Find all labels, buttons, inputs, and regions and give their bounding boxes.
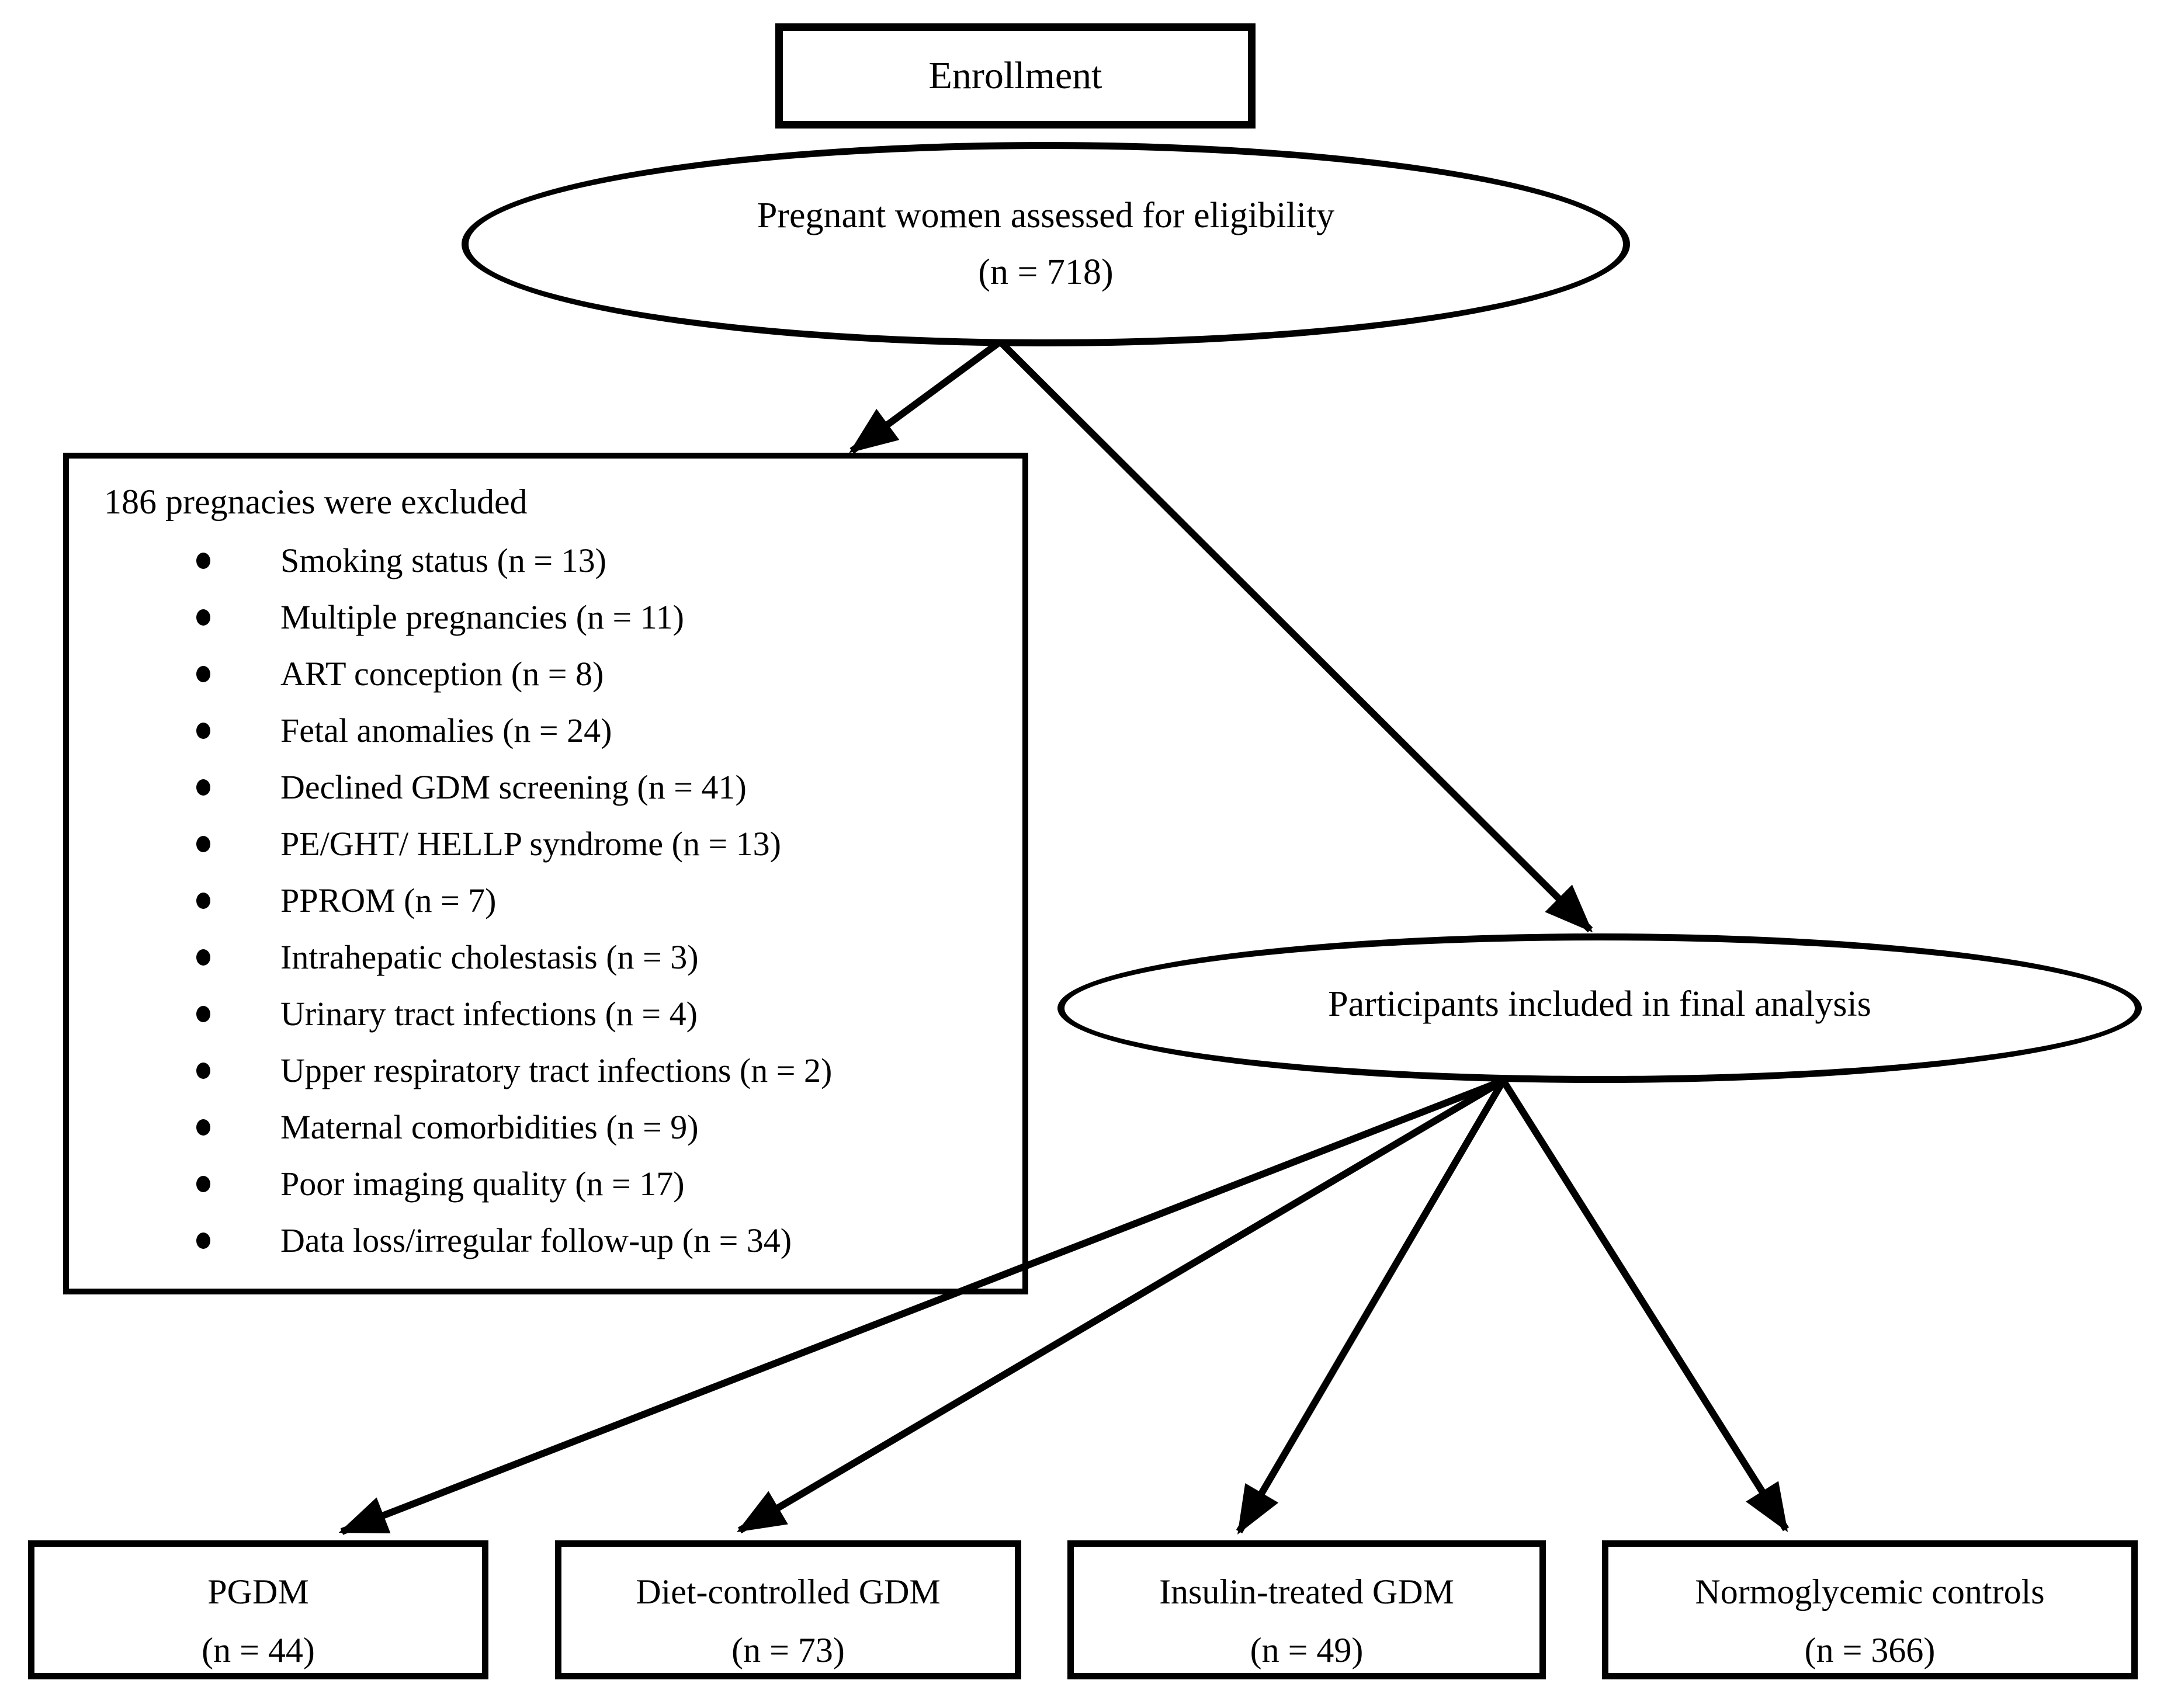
exclusion-item: PE/GHT/ HELLP syndrome (n = 13) — [104, 815, 1008, 872]
exclusion-box: 186 pregnacies were excluded Smoking sta… — [63, 453, 1028, 1294]
group-box-pgdm: PGDM (n = 44) — [28, 1540, 488, 1679]
exclusion-item: Urinary tract infections (n = 4) — [104, 985, 1008, 1042]
exclusion-item: Fetal anomalies (n = 24) — [104, 702, 1008, 759]
enrollment-box: Enrollment — [775, 23, 1256, 129]
group-label: Insulin-treated GDM — [1159, 1572, 1454, 1611]
exclusion-list: Smoking status (n = 13) Multiple pregnan… — [104, 532, 1008, 1269]
group-count: (n = 49) — [1250, 1631, 1364, 1669]
group-count: (n = 366) — [1804, 1631, 1936, 1669]
exclusion-item: Upper respiratory tract infections (n = … — [104, 1042, 1008, 1099]
exclusion-item: Maternal comorbidities (n = 9) — [104, 1099, 1008, 1155]
group-label: Normoglycemic controls — [1695, 1572, 2045, 1611]
exclusion-item: Smoking status (n = 13) — [104, 532, 1008, 589]
exclusion-item: ART conception (n = 8) — [104, 645, 1008, 702]
exclusion-item: Intrahepatic cholestasis (n = 3) — [104, 929, 1008, 985]
final-analysis-ellipse: Participants included in final analysis — [1057, 933, 2142, 1083]
group-box-diet-controlled-gdm: Diet-controlled GDM (n = 73) — [555, 1540, 1021, 1679]
exclusion-item: Multiple pregnancies (n = 11) — [104, 589, 1008, 645]
arrow-final-to-normoglycemic-controls — [1500, 1078, 1790, 1532]
exclusion-item: Poor imaging quality (n = 17) — [104, 1155, 1008, 1212]
arrow-final-to-insulin-treated-gdm — [1236, 1078, 1507, 1535]
group-count: (n = 44) — [202, 1631, 315, 1669]
exclusion-item: Data loss/irregular follow-up (n = 34) — [104, 1212, 1008, 1269]
exclusion-item: PPROM (n = 7) — [104, 872, 1008, 929]
exclusion-title: 186 pregnacies were excluded — [104, 482, 528, 521]
final-analysis-label: Participants included in final analysis — [1328, 984, 1871, 1024]
arrow-eligibility-to-exclusion — [849, 339, 1003, 454]
group-box-normoglycemic-controls: Normoglycemic controls (n = 366) — [1602, 1540, 2138, 1679]
group-box-insulin-treated-gdm: Insulin-treated GDM (n = 49) — [1067, 1540, 1546, 1679]
group-count: (n = 73) — [731, 1631, 845, 1669]
enrollment-label: Enrollment — [928, 54, 1102, 97]
arrow-eligibility-to-final-analysis — [997, 339, 1593, 933]
group-label: Diet-controlled GDM — [636, 1572, 941, 1611]
exclusion-item: Declined GDM screening (n = 41) — [104, 759, 1008, 815]
eligibility-text: Pregnant women assessed for eligibility — [757, 196, 1335, 235]
eligibility-count: (n = 718) — [978, 252, 1114, 292]
group-label: PGDM — [207, 1572, 309, 1611]
eligibility-ellipse: Pregnant women assessed for eligibility … — [462, 142, 1630, 346]
